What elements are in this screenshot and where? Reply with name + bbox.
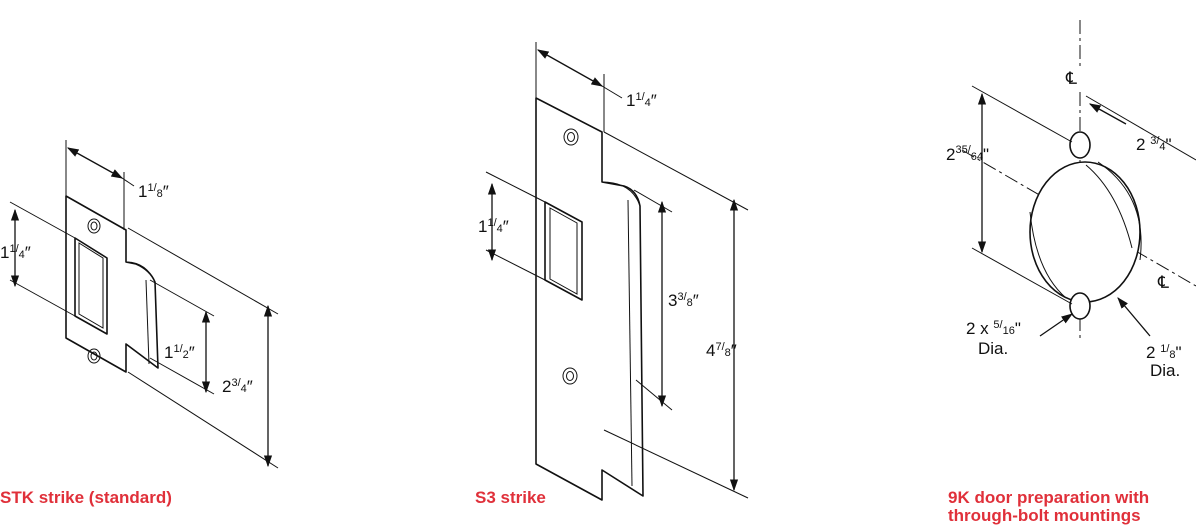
door-prep-drawing xyxy=(961,20,1196,340)
door-bore xyxy=(1029,161,1141,303)
prep-caption-line1: 9K door preparation with xyxy=(948,488,1150,507)
bolt-hole-top xyxy=(1069,131,1091,159)
s3-screw-hole-bottom xyxy=(562,367,578,385)
s3-screw-hole-top xyxy=(563,128,579,146)
bore-label: 2 1/8" xyxy=(1146,343,1182,362)
hole-spacing-label: 235/64" xyxy=(946,144,989,164)
stk-height-label: 23/4″ xyxy=(222,377,253,396)
stk-strike-opening xyxy=(74,237,108,335)
s3-height-label: 47/8″ xyxy=(706,341,737,360)
s3-strike-drawing xyxy=(485,42,749,501)
prep-caption-line2: through-bolt mountings xyxy=(948,506,1141,525)
stk-strike-drawing xyxy=(9,140,279,469)
stk-width-label: 11/8″ xyxy=(138,182,169,201)
bolt-holes-label: 2 x 5/16" xyxy=(966,319,1021,338)
s3-width-label: 11/4″ xyxy=(626,91,657,110)
s3-lip-label: 33/8″ xyxy=(668,291,699,310)
s3-plate xyxy=(535,97,644,501)
horizontal-centerline-symbol: ℄ xyxy=(1157,273,1169,292)
stk-screw-hole-bottom xyxy=(87,348,101,364)
vertical-centerline-symbol: ℄ xyxy=(1065,69,1077,88)
bolt-holes-dia-label: Dia. xyxy=(978,339,1008,358)
stk-caption: STK strike (standard) xyxy=(0,488,172,507)
stk-lip-label: 11/2″ xyxy=(164,343,195,362)
s3-strike-opening xyxy=(544,201,583,301)
bolt-hole-bottom xyxy=(1069,292,1091,320)
s3-opening-label: 11/4″ xyxy=(478,217,509,236)
backset-label: 2 3/4" xyxy=(1136,135,1172,154)
s3-caption: S3 strike xyxy=(475,488,546,507)
stk-opening-label: 11/4″ xyxy=(0,243,31,262)
bore-dia-label: Dia. xyxy=(1150,361,1180,380)
stk-screw-hole-top xyxy=(87,218,101,234)
